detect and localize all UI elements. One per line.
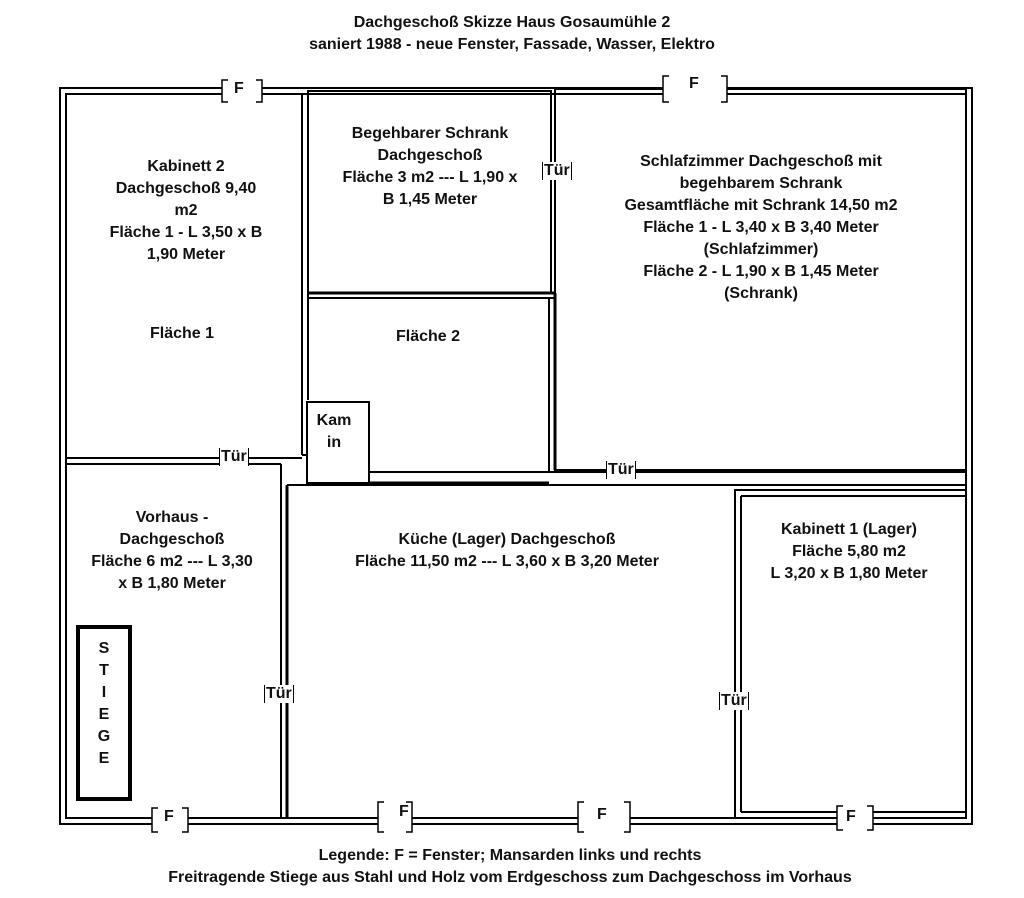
- label-flaeche-2: Fläche 2: [395, 328, 461, 345]
- room-kabinett-2: Kabinett 2 Dachgeschoß 9,40 m2 Fläche 1 …: [109, 158, 263, 263]
- room-vorhaus: Vorhaus - Dachgeschoß Fläche 6 m2 --- L …: [91, 509, 253, 592]
- label-flaeche-1: Fläche 1: [149, 325, 215, 342]
- door-schlafzimmer[interactable]: Tür: [606, 461, 636, 479]
- window-kabinett-1: F: [846, 808, 856, 825]
- door-kabinett-1[interactable]: Tür: [719, 692, 749, 710]
- window-schlafzimmer: F: [689, 75, 699, 92]
- kamin: Kam in: [316, 412, 352, 451]
- stiege-outline: [76, 625, 132, 801]
- kamin-wall: [306, 401, 370, 484]
- schlafzimmer-wall: [554, 88, 967, 471]
- stiege-label: S T I E G E: [97, 640, 111, 767]
- door-kabinett-2[interactable]: Tür: [219, 448, 249, 466]
- outer-wall-outer: [59, 87, 973, 825]
- door-schrank[interactable]: Tür: [542, 162, 572, 180]
- window-kabinett-2: F: [234, 80, 244, 97]
- room-schlafzimmer: Schlafzimmer Dachgeschoß mit begehbarem …: [624, 153, 898, 302]
- room-begehbarer-schrank: Begehbarer Schrank Dachgeschoß Fläche 3 …: [342, 125, 518, 208]
- window-kueche-2: F: [597, 806, 607, 823]
- door-vorhaus[interactable]: Tür: [264, 685, 294, 703]
- window-vorhaus: F: [164, 808, 174, 825]
- room-kabinett-1: Kabinett 1 (Lager) Fläche 5,80 m2 L 3,20…: [770, 521, 928, 582]
- window-kueche-1: F: [399, 803, 409, 820]
- legend: Legende: F = Fenster; Mansarden links un…: [168, 847, 852, 886]
- room-kueche: Küche (Lager) Dachgeschoß Fläche 11,50 m…: [355, 531, 659, 570]
